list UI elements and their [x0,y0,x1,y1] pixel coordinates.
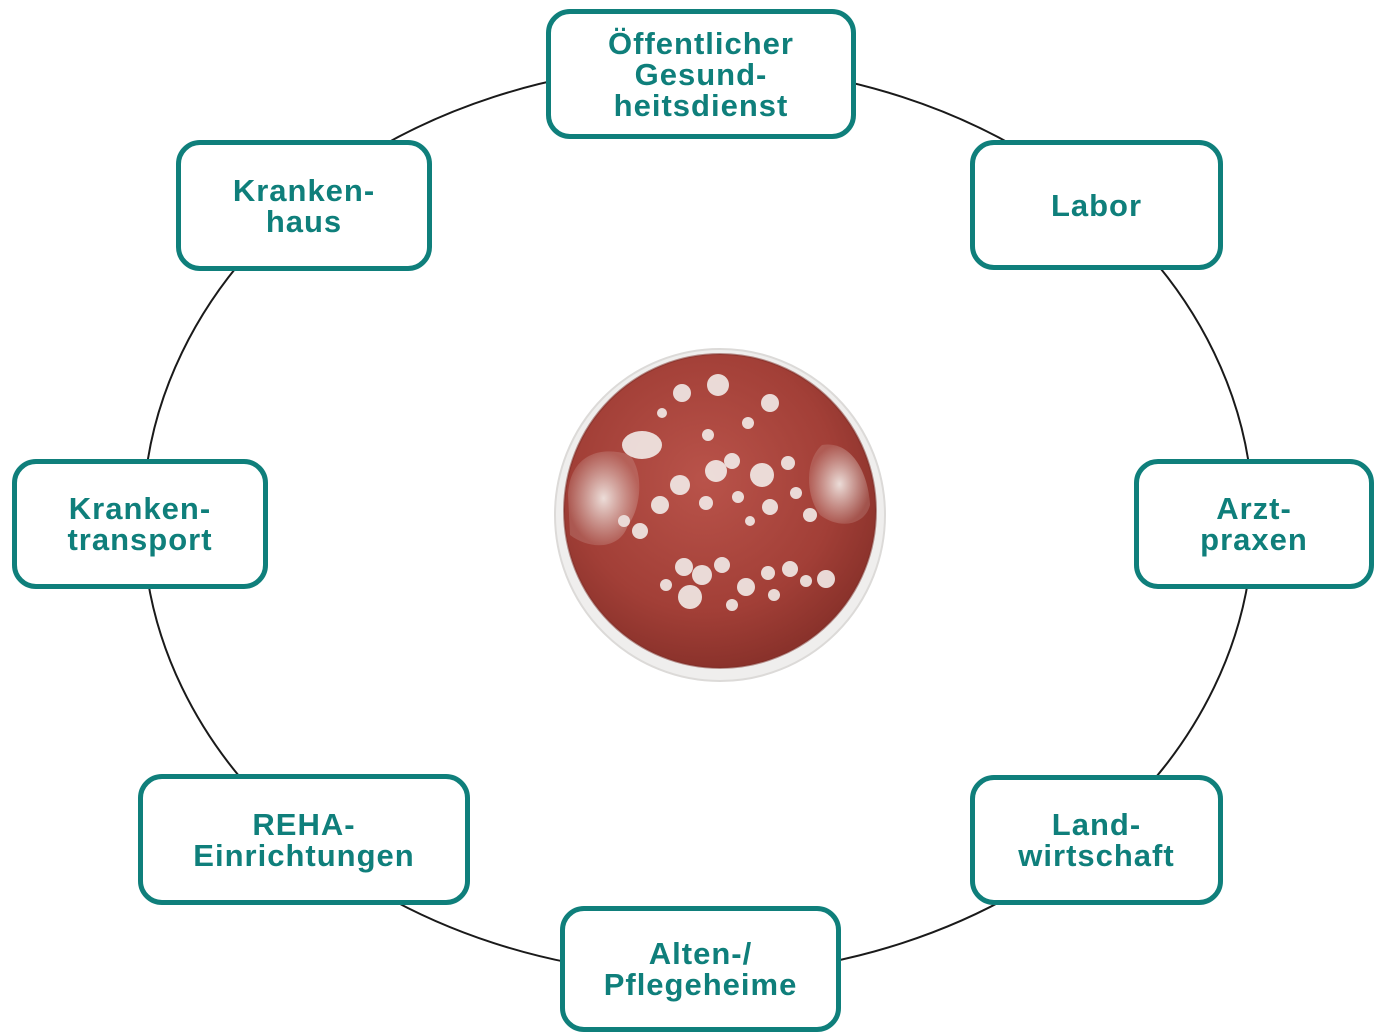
node-label: Kranken- transport [67,493,212,555]
node-labor: Labor [970,140,1223,270]
node-reha-einrichtungen: REHA- Einrichtungen [138,774,470,905]
node-label: Öffentlicher Gesund- heitsdienst [608,28,794,121]
node-landwirtschaft: Land- wirtschaft [970,775,1223,905]
node-label: Kranken- haus [233,175,375,237]
petri-dish-image [470,335,970,695]
node-label: Arzt- praxen [1200,493,1308,555]
node-label: Alten-/ Pflegeheime [604,938,798,1000]
node-arztpraxen: Arzt- praxen [1134,459,1374,589]
node-label: Labor [1051,190,1142,221]
node-alten-pflegeheime: Alten-/ Pflegeheime [560,906,841,1032]
node-label: REHA- Einrichtungen [193,809,414,871]
node-krankentransport: Kranken- transport [12,459,268,589]
node-label: Land- wirtschaft [1018,809,1174,871]
node-krankenhaus: Kranken- haus [176,140,432,271]
node-oeffentlicher-gesundheitsdienst: Öffentlicher Gesund- heitsdienst [546,9,856,139]
